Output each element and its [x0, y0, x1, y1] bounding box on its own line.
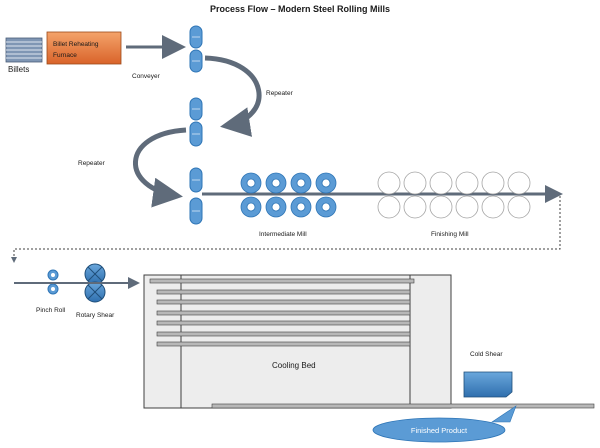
repeater-arrow-left: [133, 127, 187, 208]
finished-product-label: Finished Product: [411, 426, 468, 435]
finished-product-callout-pointer: [491, 405, 517, 423]
intermediate-mill-rolls: [240, 172, 337, 218]
repeater-top-label: Repeater: [266, 90, 294, 97]
cooling-bed-label: Cooling Bed: [272, 361, 316, 370]
rotary-shear: [84, 263, 106, 303]
billets-label: Billets: [8, 65, 29, 74]
finished-product-callout: [372, 417, 506, 443]
billet-reheating-furnace: [46, 31, 122, 65]
repeater-arrow-top: [204, 55, 262, 137]
conveyer-label: Conveyer: [132, 73, 161, 80]
pinch-roll: [47, 269, 59, 295]
rotary-shear-label: Rotary Shear: [76, 312, 115, 319]
repeater-left-label: Repeater: [78, 160, 106, 167]
intermediate-mill-label: Intermediate Mill: [259, 231, 307, 238]
billets-stack: [5, 37, 43, 63]
cooling-bed: [143, 274, 452, 409]
furnace-label-line2: Furnace: [53, 52, 77, 59]
roughing-stand-3: [189, 167, 203, 225]
roughing-stand-2: [189, 97, 203, 147]
furnace-label-line1: Billet Reheating: [53, 41, 99, 48]
roughing-stand-1: [189, 25, 203, 73]
diagram-title: Process Flow – Modern Steel Rolling Mill…: [210, 4, 390, 14]
cold-shear-label: Cold Shear: [470, 351, 503, 358]
output-conveyor: [211, 403, 595, 409]
cold-shear: [463, 371, 513, 398]
dotted-transfer-path: [11, 196, 561, 263]
finishing-mill-label: Finishing Mill: [431, 231, 469, 238]
finishing-mill-rolls: [377, 171, 531, 219]
pinch-roll-label: Pinch Roll: [36, 307, 66, 314]
